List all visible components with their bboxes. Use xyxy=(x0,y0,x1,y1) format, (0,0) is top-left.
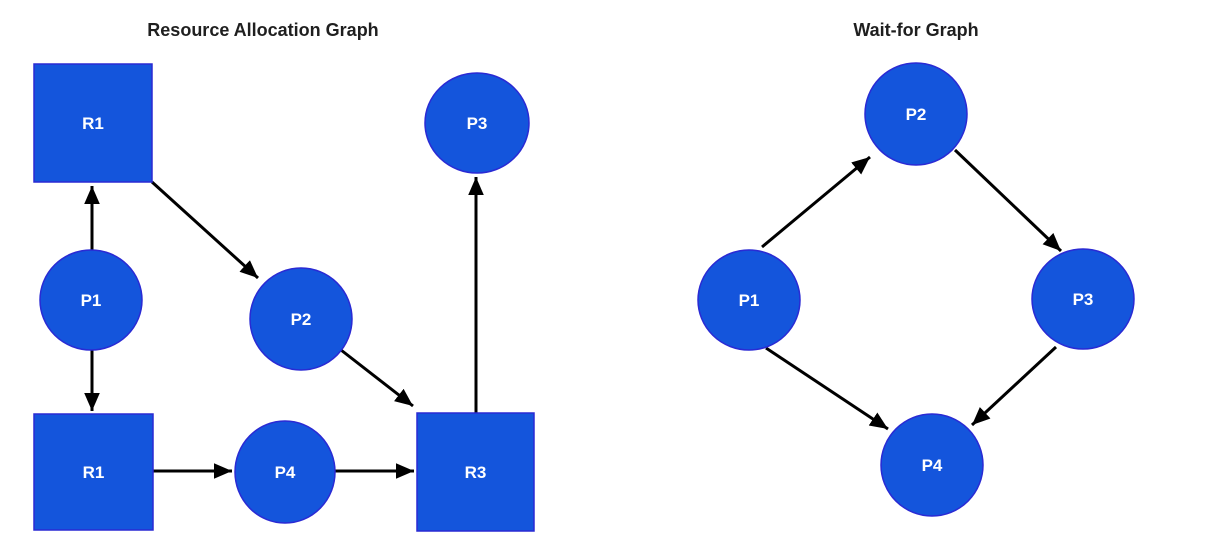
wait-for-graph-title: Wait-for Graph xyxy=(853,20,978,40)
edge-P2-right-to-P3-right xyxy=(953,148,1063,253)
node-P2-left-circle xyxy=(249,267,353,371)
node-P3-left-circle xyxy=(424,72,530,174)
node-P1-right-circle xyxy=(697,249,801,351)
node-P3-right-circle xyxy=(1031,248,1135,350)
node-R3-square xyxy=(416,412,535,532)
edge-R1-top-to-P2-left xyxy=(150,180,260,280)
node-P1-left-circle xyxy=(39,249,143,351)
node-R1-bottom-square xyxy=(33,413,154,531)
node-R1-top-square xyxy=(33,63,153,183)
resource-allocation-graph-edges xyxy=(84,177,484,479)
edge-P1-right-to-P4-right xyxy=(765,346,889,431)
node-P4-left-circle xyxy=(234,420,336,524)
node-P2-right-circle xyxy=(864,62,968,166)
node-P4-right-circle xyxy=(880,413,984,517)
edge-P3-right-to-P4-right xyxy=(970,345,1058,427)
resource-allocation-graph-title: Resource Allocation Graph xyxy=(147,20,378,40)
edge-P1-right-to-P2-right xyxy=(761,155,871,249)
wait-for-graph-edges xyxy=(761,148,1063,431)
edge-P2-left-to-R3 xyxy=(340,348,414,408)
